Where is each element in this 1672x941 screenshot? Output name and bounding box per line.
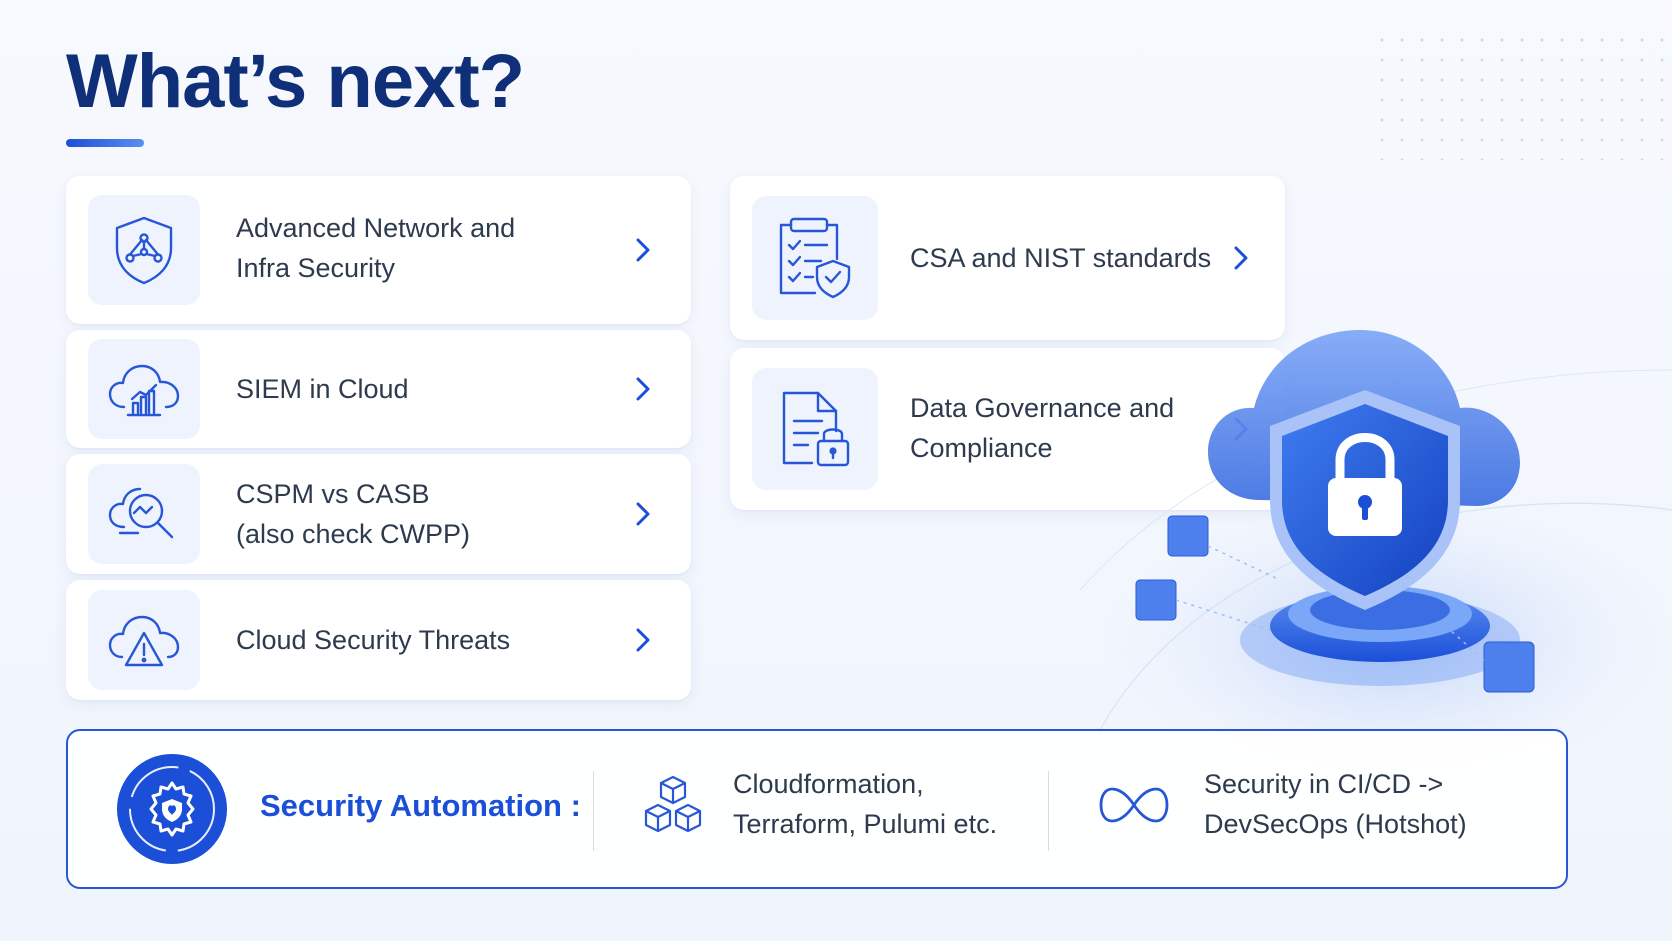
card-siem[interactable]: SIEM in Cloud [66, 330, 691, 448]
chevron-right-icon [636, 628, 650, 652]
cicd-text: Security in CI/CD -> DevSecOps (Hotshot) [1204, 769, 1467, 839]
chevron-right-icon [636, 238, 650, 262]
cloud-search-icon [108, 487, 174, 539]
security-automation-panel: Security Automation : Cloudformation, Te… [66, 729, 1568, 889]
shield-network-icon [115, 216, 173, 285]
card-label: SIEM in Cloud [236, 374, 409, 404]
cubes-icon [644, 775, 702, 833]
cloud-shield-lock-illustration [1080, 330, 1672, 790]
card-label: CSPM vs CASB (also check CWPP) [236, 479, 471, 549]
card-label: Data Governance and Compliance [910, 393, 1175, 463]
decorative-dot-grid [1372, 30, 1672, 160]
icon-tile [88, 195, 200, 305]
card-cspm-casb[interactable]: CSPM vs CASB (also check CWPP) [66, 454, 691, 574]
card-label: Advanced Network and Infra Security [236, 213, 516, 283]
icon-tile [752, 196, 878, 320]
divider [593, 771, 594, 851]
infinity-icon [1099, 787, 1169, 823]
title-underline [66, 139, 144, 147]
card-data-governance[interactable]: Data Governance and Compliance [730, 348, 1285, 510]
icon-tile [88, 339, 200, 439]
chevron-right-icon [1234, 246, 1248, 270]
card-advanced-network[interactable]: Advanced Network and Infra Security [66, 176, 691, 324]
iac-text: Cloudformation, Terraform, Pulumi etc. [733, 769, 998, 839]
card-label: Cloud Security Threats [236, 625, 511, 655]
divider [1048, 771, 1049, 851]
card-csa-nist[interactable]: CSA and NIST standards [730, 176, 1285, 340]
chevron-right-icon [636, 502, 650, 526]
page-title: What’s next? [66, 39, 525, 124]
checklist-shield-icon [779, 217, 851, 299]
card-label: CSA and NIST standards [910, 243, 1212, 273]
card-cloud-threats[interactable]: Cloud Security Threats [66, 580, 691, 700]
icon-tile [88, 590, 200, 690]
icon-tile [752, 368, 878, 490]
icon-tile [88, 464, 200, 564]
chevron-right-icon [636, 377, 650, 401]
cloud-warning-icon [108, 615, 180, 667]
gear-shield-icon [117, 754, 227, 864]
automation-label: Security Automation : [260, 788, 581, 823]
document-lock-icon [782, 391, 850, 467]
cloud-chart-icon [108, 364, 180, 417]
